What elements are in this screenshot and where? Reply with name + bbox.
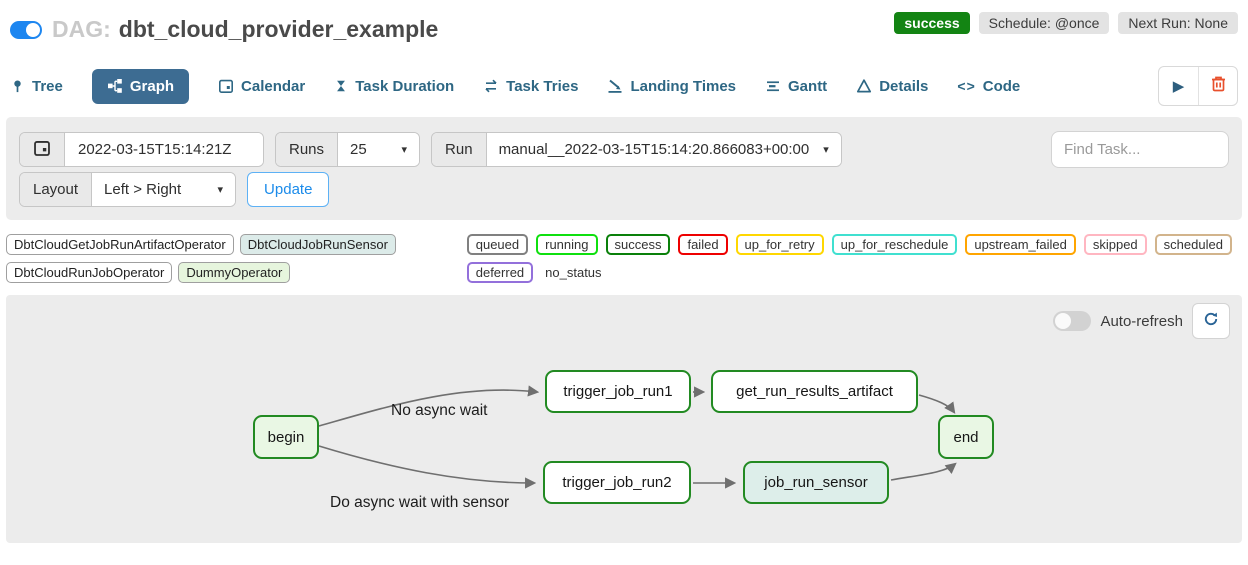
status-badge: success bbox=[894, 11, 970, 34]
status-legend-badge: up_for_reschedule bbox=[831, 234, 958, 255]
graph-icon bbox=[107, 78, 123, 94]
dag-edges bbox=[318, 385, 957, 489]
runs-group: Runs 25 ▾ bbox=[275, 132, 421, 167]
tab-graph[interactable]: Graph bbox=[91, 68, 190, 104]
status-legend-badge: failed bbox=[678, 234, 728, 255]
triangle-icon bbox=[856, 78, 872, 94]
chevron-down-icon: ▾ bbox=[823, 144, 829, 156]
dag-pause-toggle[interactable] bbox=[10, 20, 42, 39]
refresh-button[interactable] bbox=[1192, 303, 1230, 339]
runs-select[interactable]: 25 ▾ bbox=[338, 133, 420, 166]
task-node-trigger-job-run2[interactable]: trigger_job_run2 bbox=[543, 461, 691, 504]
status-legend-badge: queued bbox=[466, 234, 529, 255]
operator-badge: DbtCloudGetJobRunArtifactOperator bbox=[6, 234, 234, 255]
no-status-label: no_status bbox=[545, 265, 602, 280]
play-icon: ▶ bbox=[1172, 78, 1185, 95]
tab-details[interactable]: Details bbox=[856, 69, 928, 104]
trigger-dag-button[interactable]: ▶ bbox=[1159, 67, 1198, 105]
auto-refresh-toggle[interactable] bbox=[1053, 311, 1092, 331]
tab-task-tries[interactable]: Task Tries bbox=[483, 69, 578, 104]
operator-badge: DbtCloudJobRunSensor bbox=[239, 234, 396, 255]
gantt-icon bbox=[765, 78, 781, 94]
task-node-end[interactable]: end bbox=[938, 415, 994, 459]
calendar-icon bbox=[33, 139, 51, 161]
chevron-down-icon: ▾ bbox=[401, 144, 408, 156]
view-tabbar: Tree Graph Calendar Task Duration Task T… bbox=[0, 65, 1248, 107]
edge-label-async-sensor: Do async wait with sensor bbox=[330, 494, 510, 511]
tab-task-duration[interactable]: Task Duration bbox=[334, 69, 454, 104]
tab-calendar[interactable]: Calendar bbox=[218, 69, 305, 104]
tab-code[interactable]: <> Code bbox=[957, 77, 1021, 95]
toggle-knob bbox=[1055, 313, 1072, 329]
status-legend-badge: scheduled bbox=[1154, 234, 1232, 255]
edge-sensor-to-end bbox=[890, 462, 957, 481]
find-task-input[interactable] bbox=[1051, 131, 1229, 168]
status-legend-badge: skipped bbox=[1083, 234, 1147, 255]
update-button[interactable]: Update bbox=[247, 172, 330, 207]
task-node-get-run-results-artifact[interactable]: get_run_results_artifact bbox=[711, 370, 918, 413]
dag-action-buttons: ▶ bbox=[1158, 66, 1238, 106]
legend: DbtCloudGetJobRunArtifactOperator DbtClo… bbox=[0, 220, 1248, 283]
calendar-addon[interactable] bbox=[20, 133, 65, 166]
run-group: Run manual__2022-03-15T15:14:20.866083+0… bbox=[431, 132, 842, 167]
filter-panel: Runs 25 ▾ Run manual__2022-03-15T15:14:2… bbox=[6, 117, 1242, 220]
run-select[interactable]: manual__2022-03-15T15:14:20.866083+00:00… bbox=[486, 133, 841, 166]
task-node-begin[interactable]: begin bbox=[253, 415, 319, 459]
edge-begin-to-trigger2 bbox=[318, 445, 537, 489]
trash-icon bbox=[1210, 75, 1227, 98]
dag-graph-panel: Auto-refresh No async wait Do async wait… bbox=[6, 295, 1242, 543]
execution-date-group bbox=[19, 132, 264, 167]
layout-label: Layout bbox=[20, 173, 93, 206]
hourglass-icon bbox=[334, 78, 348, 94]
tab-landing-times[interactable]: Landing Times bbox=[607, 69, 736, 104]
edge-artifact-to-end bbox=[918, 394, 956, 414]
schedule-badge: Schedule: @once bbox=[978, 11, 1110, 34]
tree-pin-icon bbox=[10, 78, 25, 94]
task-node-job-run-sensor[interactable]: job_run_sensor bbox=[743, 461, 889, 504]
runs-label: Runs bbox=[276, 133, 339, 166]
plane-landing-icon bbox=[607, 78, 623, 94]
next-run-badge: Next Run: None bbox=[1118, 11, 1238, 34]
toggle-knob bbox=[26, 22, 40, 37]
operator-legend: DbtCloudGetJobRunArtifactOperator DbtClo… bbox=[6, 234, 467, 283]
status-legend-badge: running bbox=[536, 234, 598, 255]
layout-group: Layout Left > Right ▾ bbox=[19, 172, 237, 207]
status-legend-badge: success bbox=[605, 234, 671, 255]
status-legend-badge: upstream_failed bbox=[965, 234, 1076, 255]
header-badges: success Schedule: @once Next Run: None bbox=[894, 11, 1238, 34]
delete-dag-button[interactable] bbox=[1198, 67, 1237, 105]
task-node-trigger-job-run1[interactable]: trigger_job_run1 bbox=[545, 370, 691, 413]
tab-tree[interactable]: Tree bbox=[10, 69, 63, 104]
edge-begin-to-trigger1 bbox=[318, 385, 540, 427]
refresh-icon bbox=[1202, 310, 1220, 333]
execution-date-input[interactable] bbox=[65, 133, 263, 166]
run-label: Run bbox=[432, 133, 487, 166]
page-title: dbt_cloud_provider_example bbox=[118, 16, 439, 42]
status-legend: queued running success failed up_for_ret… bbox=[466, 234, 1242, 283]
operator-badge: DummyOperator bbox=[178, 262, 291, 283]
status-legend-badge: deferred bbox=[466, 262, 534, 283]
chevron-down-icon: ▾ bbox=[217, 184, 224, 196]
auto-refresh-controls: Auto-refresh bbox=[1053, 303, 1230, 339]
calendar-icon bbox=[218, 78, 234, 94]
layout-select[interactable]: Left > Right ▾ bbox=[92, 173, 236, 206]
dag-prefix-label: DAG: bbox=[52, 16, 111, 42]
status-legend-badge: up_for_retry bbox=[735, 234, 824, 255]
dag-header: DAG: dbt_cloud_provider_example success … bbox=[0, 0, 1248, 43]
code-brackets-icon: <> bbox=[957, 78, 976, 94]
edge-label-no-async: No async wait bbox=[391, 402, 488, 419]
tab-gantt[interactable]: Gantt bbox=[765, 69, 827, 104]
repeat-icon bbox=[483, 78, 499, 94]
auto-refresh-label: Auto-refresh bbox=[1100, 312, 1183, 330]
operator-badge: DbtCloudRunJobOperator bbox=[6, 262, 173, 283]
